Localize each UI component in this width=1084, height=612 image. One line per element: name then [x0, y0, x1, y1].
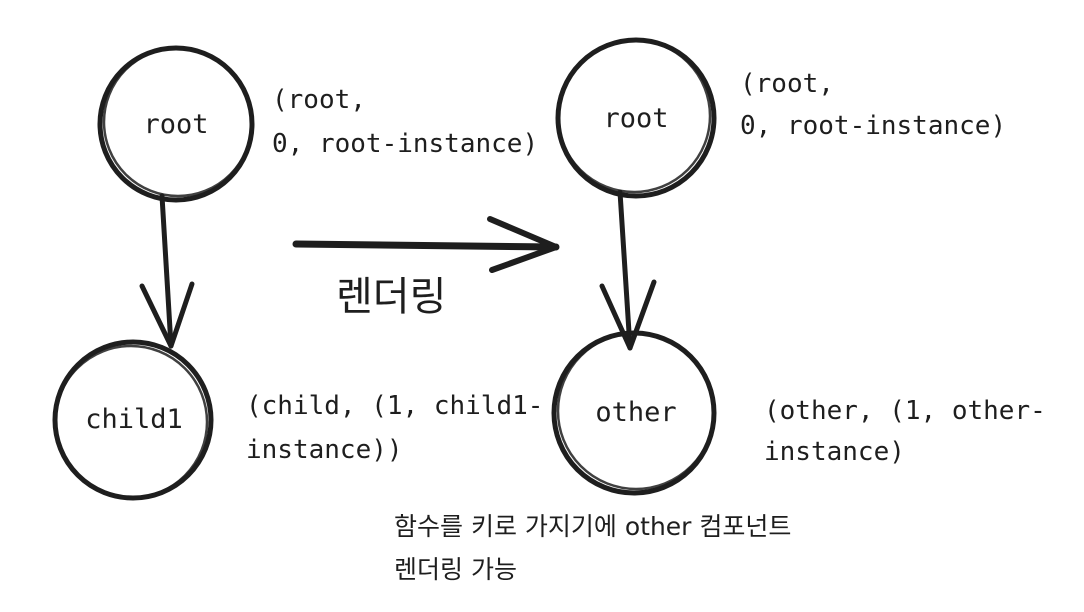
- left-root-note: (root, 0, root-instance): [272, 85, 538, 159]
- left-child-note-line1: (child, (1, child1-: [246, 391, 543, 421]
- right-root-label: root: [603, 103, 668, 134]
- render-label: 렌더링: [336, 274, 446, 320]
- left-child-note: (child, (1, child1- instance)): [246, 391, 543, 465]
- left-root-note-line1: (root,: [272, 85, 366, 115]
- right-child-label: other: [595, 397, 676, 428]
- left-edge-arrow: [139, 193, 195, 349]
- render-transition: 렌더링: [292, 216, 560, 320]
- right-child-node: other: [551, 330, 717, 496]
- right-child-note-line2: instance): [764, 437, 905, 467]
- left-child-note-line2: instance)): [246, 435, 403, 465]
- left-root-label: root: [143, 109, 208, 140]
- caption-line2: 렌더링 가능: [394, 555, 517, 584]
- caption-line1: 함수를 키로 가지기에 other 컴포넌트: [394, 512, 791, 541]
- right-edge-arrow: [599, 189, 657, 351]
- right-child-note-line1: (other, (1, other-: [764, 396, 1046, 426]
- right-child-note: (other, (1, other- instance): [764, 396, 1046, 467]
- left-child-node: child1: [52, 339, 214, 501]
- right-tree: root (root, 0, root-instance) other (oth…: [551, 37, 1046, 496]
- left-root-note-line2: 0, root-instance): [272, 129, 538, 159]
- right-root-note-line2: 0, root-instance): [740, 111, 1006, 141]
- caption: 함수를 키로 가지기에 other 컴포넌트 렌더링 가능: [394, 512, 791, 584]
- right-root-node: root: [555, 37, 717, 199]
- right-root-note: (root, 0, root-instance): [740, 69, 1006, 141]
- left-tree: root (root, 0, root-instance) child1 (ch…: [52, 45, 543, 501]
- left-root-node: root: [97, 45, 255, 203]
- left-child-label: child1: [85, 404, 183, 435]
- right-root-note-line1: (root,: [740, 69, 834, 99]
